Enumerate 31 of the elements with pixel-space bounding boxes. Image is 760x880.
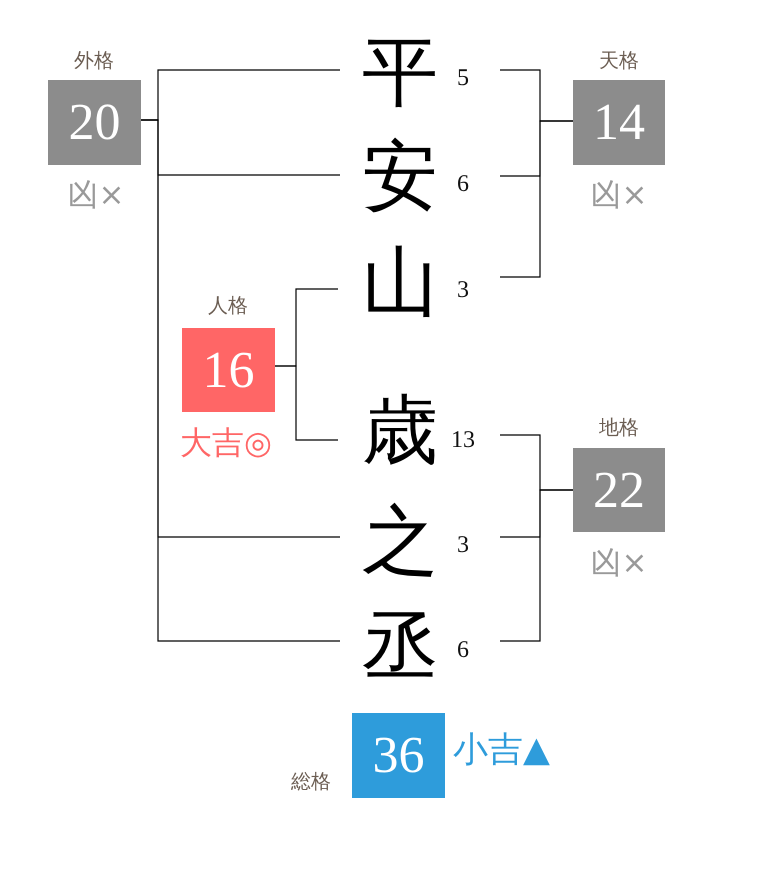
fortune-label: 大吉◎ <box>180 425 272 461</box>
name-character: 丞 <box>362 606 438 690</box>
grade-label: 総格 <box>291 770 331 792</box>
stroke-count: 3 <box>457 276 469 304</box>
bracket-line <box>500 120 573 278</box>
score-box: 36 <box>352 713 445 798</box>
score-box: 20 <box>48 80 141 165</box>
score-box: 22 <box>573 448 665 532</box>
stroke-count: 6 <box>457 170 469 198</box>
score-box: 16 <box>182 328 275 412</box>
name-character: 之 <box>362 501 438 585</box>
name-character: 歳 <box>362 390 438 474</box>
grade-label: 地格 <box>599 416 639 438</box>
stroke-count: 6 <box>457 636 469 664</box>
bracket-line <box>500 489 573 642</box>
name-character: 安 <box>362 136 438 220</box>
score-box: 14 <box>573 80 665 165</box>
name-character: 山 <box>362 242 438 326</box>
stroke-count: 3 <box>457 532 469 558</box>
bracket-line <box>275 365 338 441</box>
fortune-label: 凶× <box>68 178 124 212</box>
grade-label: 人格 <box>208 294 248 316</box>
stroke-count: 5 <box>457 64 469 92</box>
fortune-label: 凶× <box>590 546 648 580</box>
bracket-line <box>141 119 340 642</box>
grade-label: 天格 <box>599 49 639 71</box>
fortune-label: 小吉▲ <box>453 730 550 770</box>
grade-label: 外格 <box>74 49 114 71</box>
stroke-count: 13 <box>451 426 475 454</box>
fortune-label: 凶× <box>590 178 648 212</box>
name-character: 平 <box>362 32 438 116</box>
